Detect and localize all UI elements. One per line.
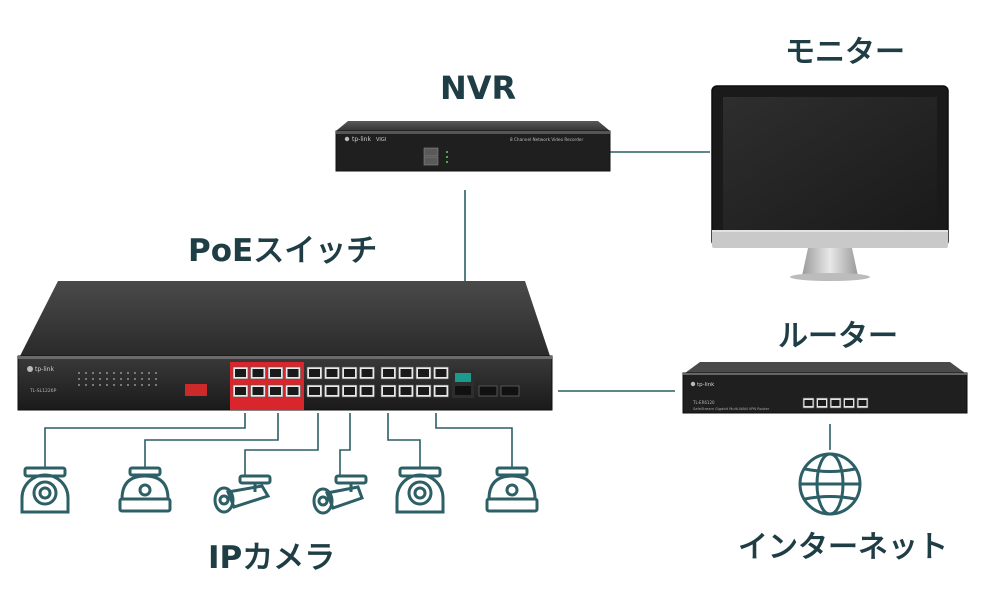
- link-camera-1: [44, 413, 246, 468]
- nvr-model-badge: VIGI: [376, 137, 386, 143]
- nvr-device: tp-link VIGI 8 Channel Network Video Rec…: [335, 121, 611, 172]
- router-description: SafeStream Gigabit Multi-WAN VPN Router: [693, 407, 770, 411]
- nvr-label: NVR: [440, 69, 517, 107]
- router-ports: [802, 397, 869, 409]
- link-camera-6: [435, 413, 513, 468]
- connection-lines: [44, 151, 831, 475]
- poe-switch-device: tp-link TL-SL1226P: [17, 281, 553, 411]
- globe-icon: [798, 452, 862, 516]
- dome-camera-icon: [20, 466, 70, 514]
- nvr-description: 8 Channel Network Video Recorder: [510, 137, 583, 142]
- switch-led-panel: [78, 372, 157, 386]
- monitor-device: [711, 85, 949, 281]
- nvr-brand: tp-link: [352, 136, 371, 143]
- ip-cameras: [20, 466, 539, 515]
- dome-camera-icon: [395, 466, 445, 514]
- internet-label: インターネット: [738, 530, 948, 565]
- link-camera-2: [144, 413, 279, 468]
- switch-ports: [232, 366, 449, 398]
- ip-cameras-label: IPカメラ: [208, 540, 336, 576]
- monitor-label: モニター: [785, 35, 905, 70]
- router-model: TL-ER6120: [692, 400, 715, 405]
- dome-camera-icon: [118, 466, 172, 513]
- poe-switch-label: PoEスイッチ: [188, 233, 378, 269]
- bullet-camera-icon: [312, 474, 368, 515]
- switch-model: TL-SL1226P: [29, 388, 57, 394]
- dome-camera-icon: [485, 466, 539, 513]
- bullet-camera-icon: [213, 474, 272, 514]
- router-label: ルーター: [778, 319, 898, 354]
- switch-brand: tp-link: [35, 366, 54, 373]
- router-brand: tp-link: [697, 382, 715, 388]
- router-device: tp-link TL-ER6120 SafeStream Gigabit Mul…: [682, 362, 968, 414]
- link-camera-4: [339, 413, 351, 475]
- link-camera-3: [244, 413, 319, 475]
- link-camera-5: [387, 413, 421, 468]
